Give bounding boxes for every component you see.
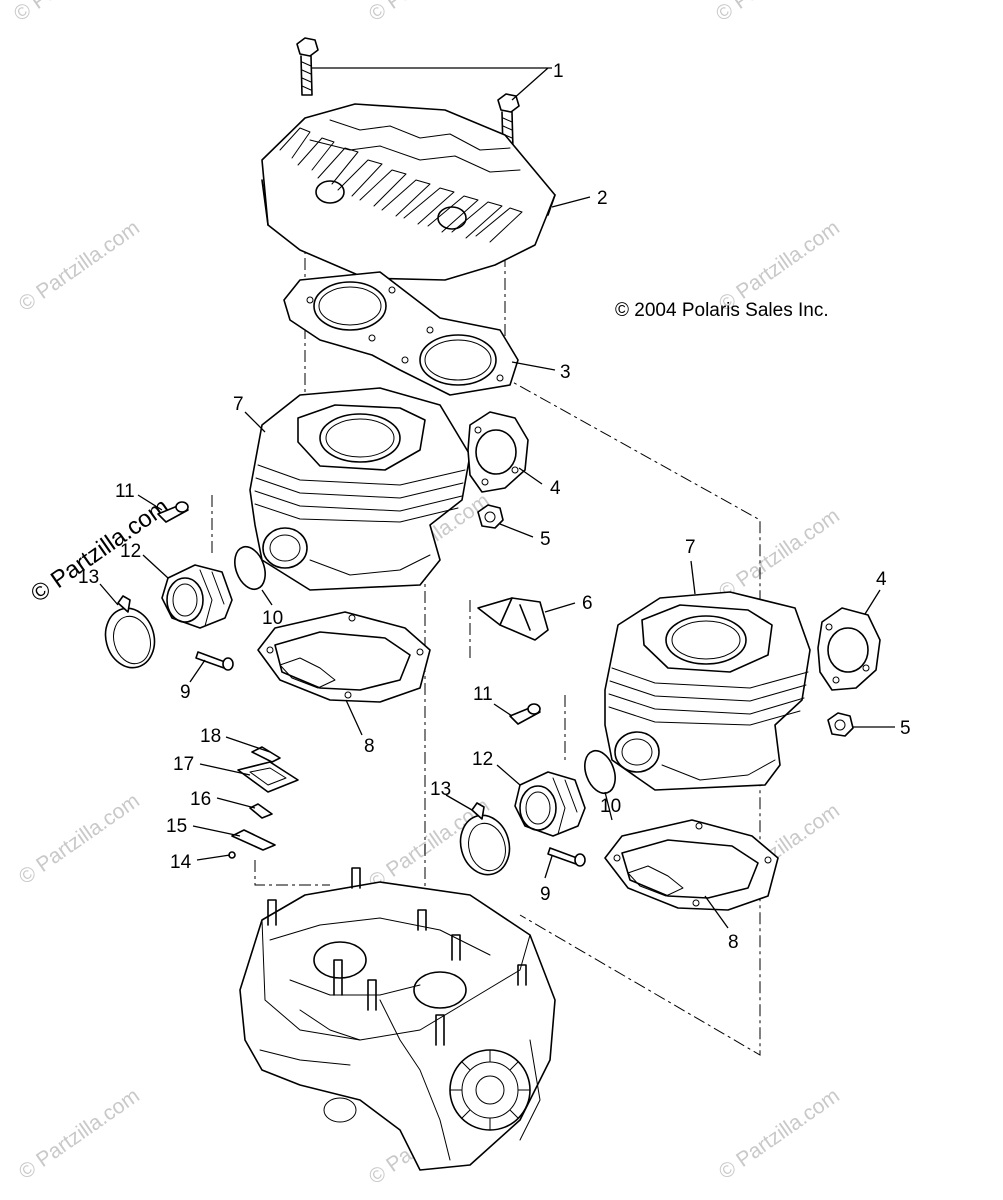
callout-7b: 7 [685,537,696,558]
clamp-left [104,595,156,669]
reed-plate [231,829,276,851]
callout-13b: 13 [430,779,451,800]
watermark: © Partzilla.com [15,1084,144,1184]
callout-9b: 9 [540,884,551,905]
reed-valve-assembly [228,746,299,859]
callout-15: 15 [166,816,187,837]
callout-11b: 11 [473,684,493,705]
reed-stop [251,746,281,763]
leader-lines [99,67,895,929]
callout-3: 3 [560,362,571,383]
callout-4a: 4 [550,478,561,499]
callout-11a: 11 [115,481,135,502]
cylinder-head [261,103,556,281]
callout-2: 2 [597,188,608,209]
reed-cage [237,761,299,793]
reed-petal [249,803,273,819]
callout-6: 6 [582,593,593,614]
exhaust-gasket-left [467,411,529,493]
screw-9-left [195,651,234,671]
callout-5b: 5 [900,718,911,739]
cylinder-right [604,591,811,791]
screw-9-right [547,847,586,867]
cylinder-left [249,387,471,591]
crankcase [239,867,556,1171]
callout-8a: 8 [364,736,375,757]
callout-14: 14 [170,852,192,873]
callout-12a: 12 [120,541,141,562]
callout-8b: 8 [728,932,739,953]
callout-1: 1 [553,61,564,82]
nut-right [827,712,854,737]
head-gasket [283,271,519,396]
intake-boot-left [161,564,233,629]
wedge-block [477,597,549,641]
callout-18: 18 [200,726,221,747]
callout-5a: 5 [540,529,551,550]
watermark-dark: © Partzilla.com [26,493,174,608]
exhaust-gasket-right [817,607,881,691]
copyright-text: © 2004 Polaris Sales Inc. [615,300,829,321]
head-bolt-1 [296,37,319,96]
nut-left [477,504,504,529]
callout-13a: 13 [78,567,99,588]
o-ring-right [584,749,616,795]
watermark: © Partzilla.com [712,0,841,26]
intake-boot-right [514,771,586,837]
screw-11-right [509,703,541,725]
o-ring-left [234,545,266,591]
callout-10b: 10 [600,796,621,817]
callout-12b: 12 [472,749,493,770]
callout-17: 17 [173,754,194,775]
callout-4b: 4 [876,569,887,590]
watermark: © Partzilla.com [365,0,494,26]
watermark: © Partzilla.com [715,504,844,604]
callout-labels: 1 2 3 4 5 6 7 11 12 13 10 9 8 18 17 16 1… [78,61,911,953]
watermark: © Partzilla.com [715,1084,844,1184]
base-gasket-right [604,819,779,911]
watermark: © Partzilla.com [15,216,144,316]
callout-16: 16 [190,789,211,810]
watermark: © Partzilla.com [10,0,139,26]
screw-11-left [157,501,189,523]
callout-9a: 9 [180,682,191,703]
base-gasket-left [257,611,431,703]
clamp-right [459,802,511,876]
watermark: © Partzilla.com [15,789,144,889]
callout-10a: 10 [262,608,283,629]
callout-7a: 7 [233,394,244,415]
